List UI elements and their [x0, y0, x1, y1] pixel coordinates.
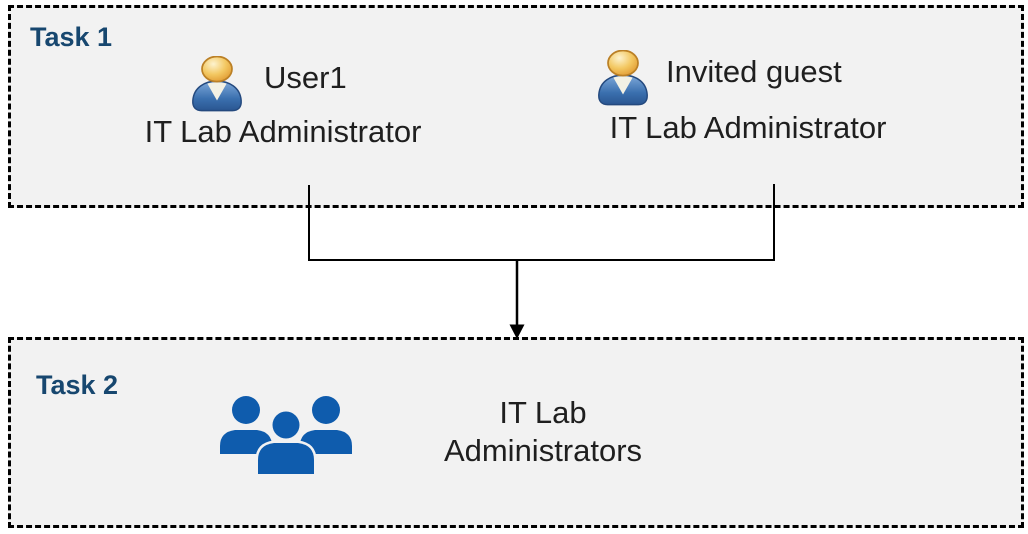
task1-label: Task 1 — [30, 22, 113, 52]
member-role: IT Lab Administrator — [144, 114, 422, 149]
member-name: Invited guest — [666, 54, 842, 89]
person-icon — [186, 55, 248, 114]
people-group-icon — [216, 390, 356, 482]
person-icon — [592, 49, 654, 108]
member-name: User1 — [264, 60, 347, 95]
task1-box: Task 1 — [8, 5, 1024, 208]
task2-box: Task 2 IT Lab Administrators — [8, 337, 1024, 528]
task2-label: Task 2 — [36, 370, 119, 400]
group-name: IT Lab Administrators — [443, 395, 643, 468]
member-role: IT Lab Administrator — [609, 110, 887, 145]
